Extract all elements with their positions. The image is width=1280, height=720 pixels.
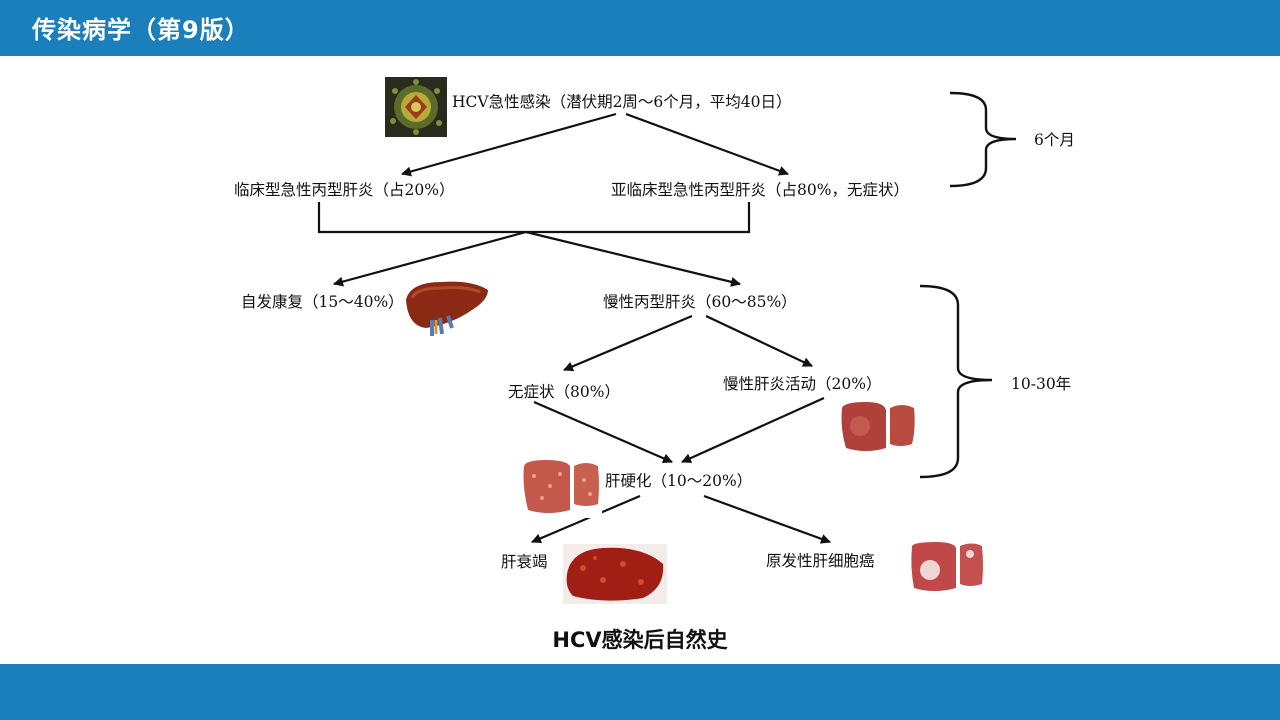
arrow-active-to-cirrhosis	[681, 396, 825, 464]
healthy-liver-image	[406, 281, 488, 336]
arrow-to-active	[705, 315, 813, 367]
arrow-to-hcc	[703, 494, 831, 544]
hcc-liver-image	[908, 538, 986, 596]
node-liver-failure: 肝衰竭	[501, 553, 548, 571]
hcv-virus-image	[385, 77, 447, 137]
cirrhosis-liver-image	[520, 456, 602, 518]
node-subclinical-acute-hepatitis-c: 亚临床型急性丙型肝炎（占80%，无症状）	[611, 181, 909, 199]
arrow-to-failure	[531, 494, 641, 544]
arrow-asym-to-cirrhosis	[533, 400, 673, 464]
brace-ten-thirty-years	[919, 284, 993, 479]
node-chronic-hepatitis-active: 慢性肝炎活动（20%）	[723, 375, 882, 393]
node-asymptomatic: 无症状（80%）	[508, 383, 620, 401]
slide-header-title: 传染病学（第9版）	[32, 16, 250, 44]
merge-bracket	[317, 202, 751, 234]
header-bar	[0, 0, 1280, 56]
arrow-acute-to-subclinical	[625, 112, 789, 176]
brace-six-months	[949, 91, 1017, 188]
node-hepatocellular-carcinoma: 原发性肝细胞癌	[766, 552, 875, 570]
duration-six-months: 6个月	[1034, 131, 1075, 149]
figure-caption: HCV感染后自然史	[552, 628, 728, 652]
node-hcv-acute-infection: HCV急性感染（潜伏期2周～6个月，平均40日）	[452, 93, 792, 111]
arrow-to-recovery	[333, 230, 527, 287]
node-cirrhosis: 肝硬化（10～20%）	[605, 472, 753, 490]
liver-failure-image	[563, 544, 667, 604]
arrow-acute-to-clinical	[401, 112, 617, 177]
active-hepatitis-liver-image	[836, 398, 920, 456]
arrow-to-chronic	[525, 230, 741, 287]
node-spontaneous-recovery: 自发康复（15～40%）	[241, 293, 404, 311]
arrow-to-asymptomatic	[563, 314, 693, 372]
footer-bar	[0, 664, 1280, 720]
node-chronic-hepatitis-c: 慢性丙型肝炎（60～85%）	[603, 293, 797, 311]
node-clinical-acute-hepatitis-c: 临床型急性丙型肝炎（占20%）	[234, 181, 455, 199]
duration-ten-to-thirty-years: 10-30年	[1011, 375, 1072, 393]
